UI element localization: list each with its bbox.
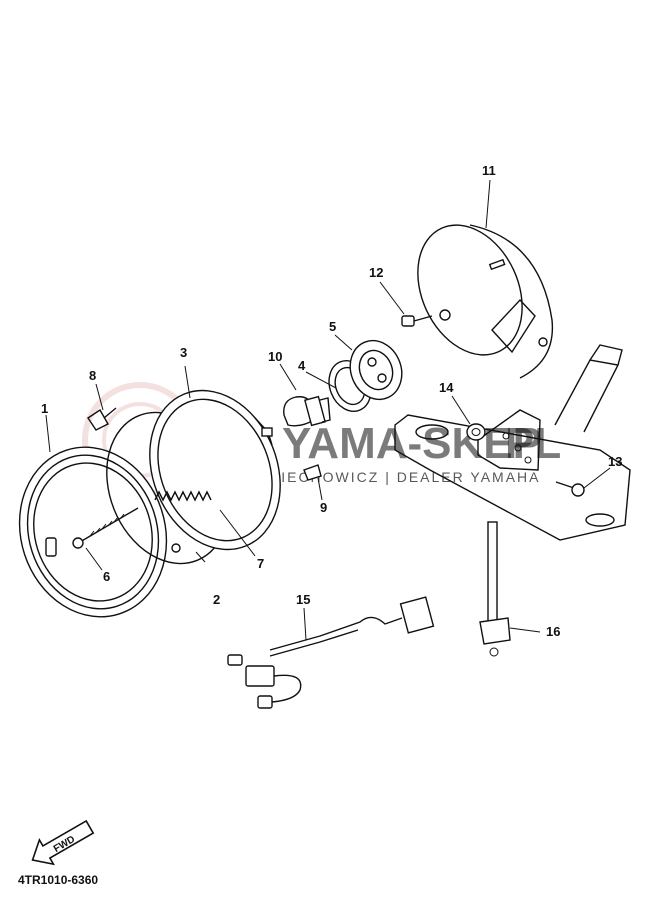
callout-13: 13 — [608, 454, 622, 469]
callout-labels: 1 2 3 4 5 6 7 8 9 10 11 12 13 14 15 16 — [41, 163, 622, 639]
part-7-spring — [154, 490, 212, 502]
callout-5: 5 — [329, 319, 336, 334]
part-6-adjusting-screw — [72, 507, 139, 549]
callout-10: 10 — [268, 349, 282, 364]
part-5-socket-holder — [349, 339, 403, 401]
callout-8: 8 — [89, 368, 96, 383]
part-15-wire-harness — [227, 596, 435, 709]
part-8-spring-clip — [87, 407, 117, 431]
part-10-bulb — [283, 395, 331, 427]
part-9-small-bulb — [303, 464, 322, 481]
callout-6: 6 — [103, 569, 110, 584]
callout-14: 14 — [439, 380, 454, 395]
callout-1: 1 — [41, 401, 48, 416]
leader-lines — [45, 179, 611, 641]
callout-12: 12 — [369, 265, 383, 280]
part-16-cable-tie — [479, 521, 511, 657]
watermark-brand: YAMA-SKEP — [282, 419, 542, 468]
figure-code: 4TR1010-6360 — [18, 873, 98, 887]
callout-4: 4 — [298, 358, 306, 373]
callout-11: 11 — [482, 163, 496, 178]
callout-15: 15 — [296, 592, 310, 607]
part-11-housing — [417, 224, 554, 379]
watermark-brand-suffix: PL — [505, 419, 561, 468]
part-12-bolt — [401, 315, 433, 327]
callout-16: 16 — [546, 624, 560, 639]
fwd-label: FWD — [52, 834, 77, 855]
callout-3: 3 — [180, 345, 187, 360]
part-3-lens-unit — [149, 389, 281, 553]
part-13-bolt — [555, 481, 585, 497]
fwd-arrow-icon: FWD — [31, 819, 95, 866]
callout-9: 9 — [320, 500, 327, 515]
part-14-nut — [466, 423, 486, 441]
callout-7: 7 — [257, 556, 264, 571]
callout-2: 2 — [213, 592, 220, 607]
